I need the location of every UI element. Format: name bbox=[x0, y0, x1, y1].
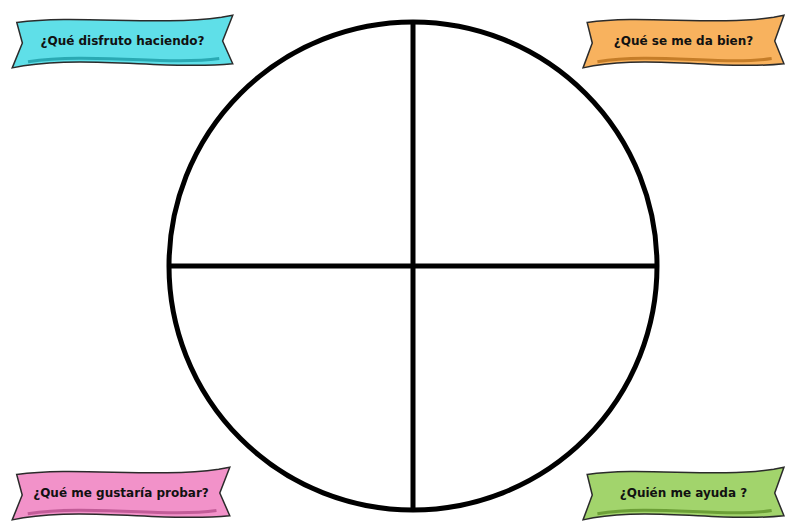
ribbon-shape bbox=[583, 15, 784, 68]
ribbon-shading bbox=[597, 510, 771, 513]
ribbon-label: ¿Qué me gustaría probar? bbox=[10, 462, 232, 524]
ribbon-shape bbox=[12, 15, 233, 68]
ribbon-label: ¿Qué disfruto haciendo? bbox=[10, 10, 235, 72]
ribbon-shading bbox=[28, 510, 217, 513]
ribbon-text: ¿Quién me ayuda ? bbox=[620, 486, 747, 500]
circle-outline bbox=[169, 22, 657, 510]
ribbon-text: ¿Qué se me da bien? bbox=[614, 34, 754, 48]
horizontal-divider bbox=[169, 264, 657, 269]
ribbon-label: ¿Qué se me da bien? bbox=[581, 10, 786, 72]
ribbon-shading bbox=[597, 58, 771, 61]
ribbon-shape bbox=[583, 467, 784, 520]
ribbon-shading bbox=[28, 58, 219, 61]
ribbon-label: ¿Quién me ayuda ? bbox=[581, 462, 786, 524]
ribbon-text: ¿Qué disfruto haciendo? bbox=[40, 34, 204, 48]
ribbon-text: ¿Qué me gustaría probar? bbox=[33, 486, 209, 500]
ribbon-shape bbox=[12, 467, 230, 520]
